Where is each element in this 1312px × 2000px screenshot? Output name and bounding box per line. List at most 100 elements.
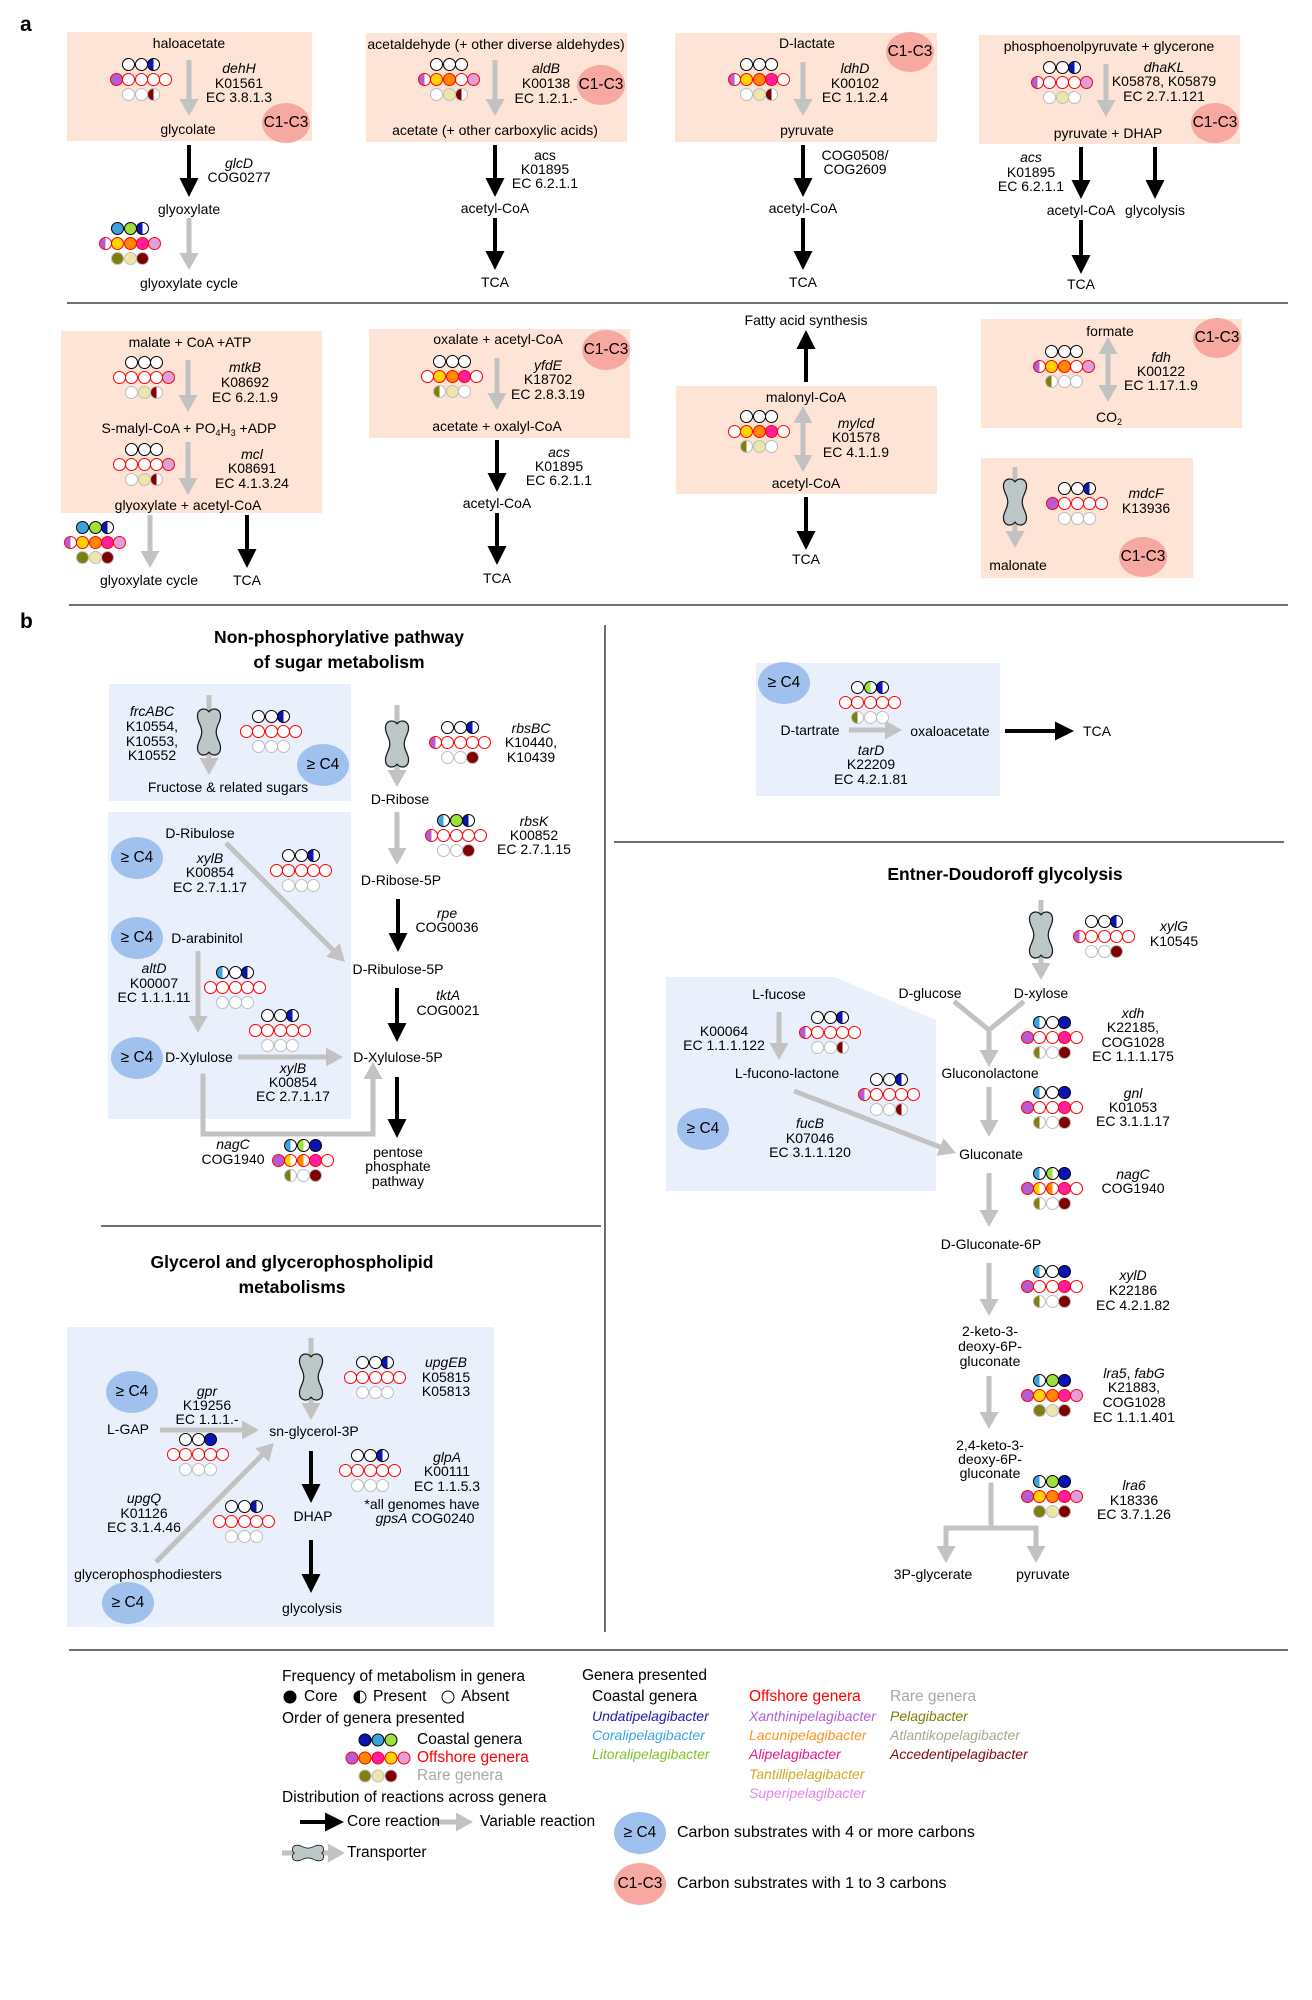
variable-reaction-arrow [282, 1843, 345, 1863]
rare-genera-row [416, 844, 496, 859]
rare-genus-dot-core [137, 473, 151, 486]
coastal-genus-dot-core [1057, 1265, 1071, 1278]
intermediate-text: S-malyl-CoA + PO [101, 419, 216, 436]
offshore-genera-row [101, 73, 181, 88]
rare-genus-dot-present [1033, 1295, 1047, 1308]
rare-genus-dot-absent [1058, 512, 1072, 525]
offshore-genus-dot-present [798, 1026, 812, 1039]
offshore-genera-row [1012, 1101, 1092, 1116]
coastal-genus-dot-core [203, 1433, 217, 1446]
rare-genera-row [1012, 1197, 1092, 1212]
coastal-genera-row [330, 1449, 410, 1464]
coastal-genera-row [719, 410, 799, 425]
pathway-label: TCA [789, 273, 817, 290]
offshore-genus-dot-absent [474, 829, 488, 842]
offshore-genera-row [158, 1448, 238, 1463]
ec-label: EC 3.7.1.26 [1097, 1505, 1171, 1522]
ec-label: EC 2.7.1.15 [497, 840, 571, 857]
ec-label: EC 1.1.1.401 [1093, 1408, 1175, 1425]
core-reaction-arrow [387, 988, 407, 1042]
rare-genus-dot-absent [375, 1479, 389, 1492]
genera-distribution [101, 58, 181, 103]
ko-label: K10545 [1149, 932, 1199, 949]
genus-name: Atlantikopelagibacter [890, 1726, 1020, 1743]
coastal-genus-dot-present [1045, 1167, 1059, 1180]
gene-name: lra5 [1103, 1364, 1127, 1381]
offshore-genus-dot-absent [203, 981, 217, 994]
rare-genus-dot-present [149, 473, 163, 486]
coastal-genera-row [261, 849, 341, 864]
subscript: 4 [215, 427, 221, 438]
product-label: Gluconate [959, 1145, 1023, 1162]
cog-label: COG1028 [1101, 1033, 1165, 1050]
rare-genera-row [1064, 945, 1144, 960]
offshore-genus-dot-absent [894, 1088, 908, 1101]
gene-label: tarD [857, 741, 885, 758]
ko-label: K10439 [506, 748, 556, 765]
pathway-label: pentose [373, 1143, 423, 1160]
offshore-genus-dot-core [111, 237, 125, 250]
ec-label: EC 6.2.1.1 [997, 177, 1065, 194]
offshore-genus-dot-absent [823, 1026, 837, 1039]
offshore-genus-dot-present [428, 736, 442, 749]
coastal-genus-dot-absent [1097, 915, 1111, 928]
coastal-genus-dot-absent [149, 443, 163, 456]
rare-genus-dot-present [454, 88, 468, 101]
offshore-genus-dot-absent [380, 1371, 394, 1384]
coastal-genera-row [790, 1011, 870, 1026]
core-reaction-arrow [487, 440, 507, 492]
offshore-genus-dot-absent [470, 370, 484, 383]
coastal-genus-dot-present [863, 681, 877, 694]
offshore-genus-dot-absent [1070, 1031, 1084, 1044]
offshore-genus-dot-core [100, 536, 114, 549]
coastal-genus-dot-present [306, 849, 320, 862]
offshore-genus-dot-absent [777, 425, 791, 438]
rare-genus-dot-absent [449, 844, 463, 857]
ec-label: EC 4.2.1.81 [834, 770, 908, 787]
rare-genus-dot-absent [261, 1039, 275, 1052]
pathway-label: TCA [483, 569, 511, 586]
offshore-genus-dot-core [764, 73, 778, 86]
coastal-genera-row [1037, 482, 1117, 497]
offshore-genus-dot-core [1057, 1280, 1071, 1293]
offshore-genus-dot-core [109, 73, 123, 86]
genus-name: Superipelagibacter [749, 1784, 866, 1801]
legend-label: Present [373, 1688, 427, 1706]
rare-genera-row [790, 1041, 870, 1056]
legend-label: Core [304, 1688, 338, 1706]
coastal-genus-dot-absent [1055, 61, 1069, 74]
rare-genus-dot-absent [441, 751, 455, 764]
offshore-genus-dot-absent [228, 981, 242, 994]
offshore-genera-row [1037, 497, 1117, 512]
coastal-genera-row [1024, 345, 1104, 360]
coastal-genus-dot-present [1033, 1265, 1047, 1278]
rare-genus-dot-absent [380, 1386, 394, 1399]
coastal-genus-dot-present [276, 710, 290, 723]
offshore-genera-row [195, 981, 275, 996]
product-label: acetyl-CoA [1046, 201, 1116, 218]
section-divider [614, 841, 1284, 843]
subscript: 2 [1116, 416, 1123, 427]
coastal-genus-dot [384, 1733, 398, 1747]
offshore-genus-dot-absent [319, 864, 333, 877]
product-label: 3P-glycerate [893, 1565, 973, 1582]
offshore-genus-dot-absent [1033, 1280, 1047, 1293]
offshore-genus-dot-absent [338, 1464, 352, 1477]
ec-label: EC 4.2.1.82 [1096, 1296, 1170, 1313]
coastal-genera-row [101, 58, 181, 73]
c4-badge: ≥ C4 [758, 662, 810, 704]
genera-distribution [90, 222, 170, 267]
rare-genus-dot-core [752, 440, 766, 453]
rare-genus-dot-core [1045, 1404, 1059, 1417]
offshore-genus-dot [384, 1751, 398, 1765]
ec-label: EC 2.8.3.19 [511, 385, 585, 402]
product-label: deoxy-6P- [958, 1450, 1022, 1467]
offshore-genera-row [1064, 930, 1144, 945]
offshore-genera-row [1022, 76, 1102, 91]
rare-genera-row [231, 740, 311, 755]
ec-label: EC 3.1.1.120 [769, 1143, 851, 1160]
offshore-genera-row [849, 1088, 929, 1103]
offshore-genus-dot-core [467, 73, 481, 86]
ko-label: K00111 [423, 1462, 471, 1479]
offshore-genus-dot-present [1033, 1182, 1047, 1195]
